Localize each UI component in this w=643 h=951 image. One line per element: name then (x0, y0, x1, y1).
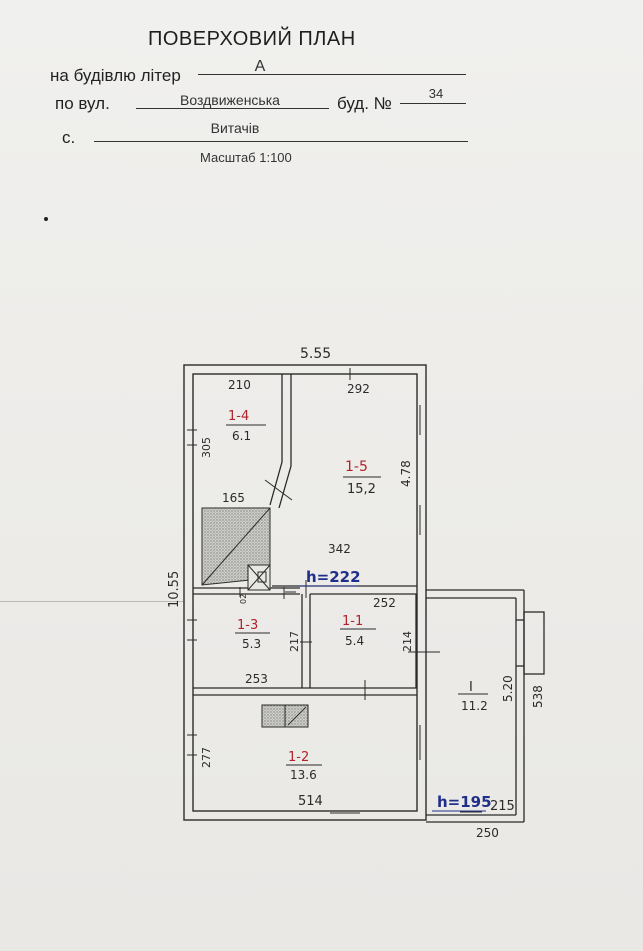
room-1-3-area: 5.3 (242, 637, 261, 651)
room-1-5-bottom: 342 (328, 542, 351, 556)
height-underlines (300, 585, 486, 812)
house-line (400, 103, 466, 104)
small-mark: 02 (239, 594, 248, 604)
overall-height: 10.55 (167, 571, 182, 608)
annex-label: I 11.2 (458, 680, 488, 713)
annex-outer-height: 538 (531, 685, 545, 708)
annex-width: 215 (490, 799, 515, 814)
stove-small (261, 704, 309, 728)
building-label: на будівлю літер (50, 66, 181, 85)
street-label: по вул. (55, 94, 110, 113)
interior-walls (193, 374, 417, 696)
room-1-3-label: 1-3 5.3 (235, 618, 270, 651)
room-1-4-id: 1-4 (228, 409, 249, 424)
room-1-5-height: 4.78 (399, 460, 413, 487)
village-value: Витачів (210, 120, 260, 136)
room-1-5-area: 15,2 (347, 482, 376, 497)
room-1-2-label: 1-2 13.6 (286, 750, 322, 782)
stove-block (201, 507, 271, 591)
room-1-4-area: 6.1 (232, 429, 251, 443)
scale-label: Масштаб 1:100 (200, 150, 292, 165)
page-title: ПОВЕРХОВИЙ ПЛАН (148, 28, 356, 50)
room-1-2-area: 13.6 (290, 768, 317, 782)
street-line (136, 108, 329, 109)
room-1-2-height: 277 (200, 747, 213, 768)
room-1-5-label: 1-5 15,2 (343, 459, 381, 497)
annex-walls (426, 589, 545, 823)
street-value: Воздвиженська (180, 92, 280, 108)
house-label: буд. № (337, 94, 392, 113)
room-1-3-id: 1-3 (237, 618, 258, 633)
annex-id: I (469, 680, 473, 695)
room-1-5-diag: 165 (222, 491, 245, 505)
overall-width: 5.55 (300, 346, 331, 362)
annex-height: 5.20 (501, 675, 515, 702)
main-outer-walls (183, 364, 427, 821)
room-1-3-height: 217 (288, 631, 301, 652)
room-1-4-width: 210 (228, 378, 251, 392)
fold-line (0, 601, 185, 602)
opening-marks (187, 368, 482, 814)
annex-height-label: h=195 (437, 793, 492, 811)
room-1-5-id: 1-5 (345, 459, 368, 475)
room-1-1-width: 252 (373, 596, 396, 610)
room-1-2-id: 1-2 (288, 750, 309, 765)
building-line (198, 74, 466, 75)
room-1-3-width: 253 (245, 672, 268, 686)
room-1-1-height: 214 (401, 631, 414, 652)
building-value: А (254, 58, 266, 75)
main-height: h=222 (306, 568, 361, 586)
house-value: 34 (428, 86, 444, 101)
room-1-4-height: 305 (200, 437, 213, 458)
room-1-1-label: 1-1 5.4 (340, 614, 376, 648)
village-line (94, 141, 468, 142)
annex-outer-width: 250 (476, 826, 499, 840)
room-1-4-label: 1-4 6.1 (226, 409, 266, 443)
ink-dot (44, 217, 48, 221)
room-1-5-width: 292 (347, 382, 370, 396)
village-label: с. (62, 128, 76, 147)
room-1-1-id: 1-1 (342, 614, 363, 629)
room-1-1-area: 5.4 (345, 634, 364, 648)
annex-area: 11.2 (461, 699, 488, 713)
room-1-2-width: 514 (298, 794, 323, 809)
